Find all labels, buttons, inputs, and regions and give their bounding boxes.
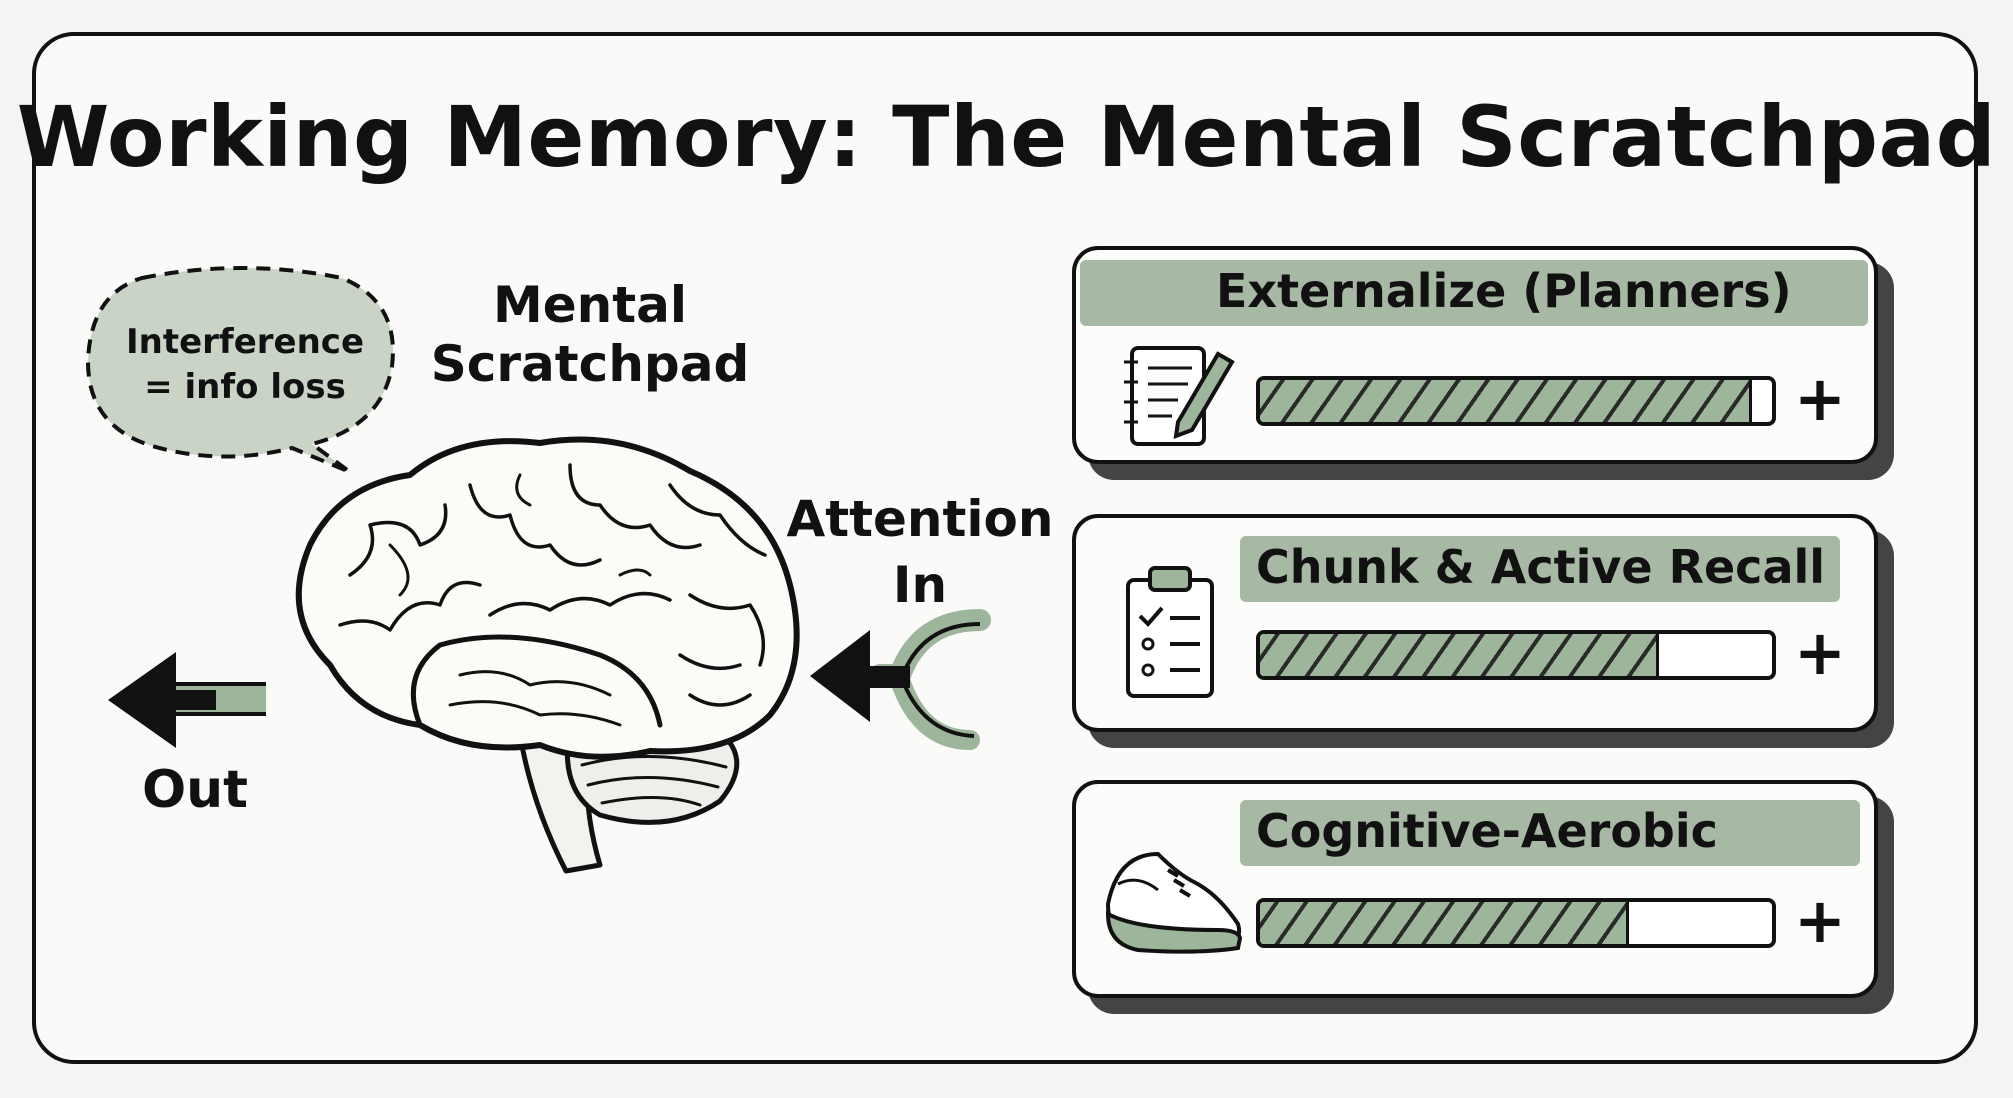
strategy-level-fill — [1260, 380, 1752, 422]
card-title-highlight — [1240, 536, 1840, 602]
strategy-label-cognitive-aerobic: Cognitive-Aerobic — [1256, 804, 1718, 858]
attention-label-line-1: Attention — [786, 490, 1054, 548]
strategy-card-cognitive-aerobic: Cognitive-Aerobic + — [1072, 780, 1878, 998]
strategy-label-externalize: Externalize (Planners) — [1216, 264, 1792, 318]
bubble-text: Interference = info loss — [105, 320, 385, 410]
strategy-label-chunk: Chunk & Active Recall — [1256, 540, 1826, 594]
attention-label-line-2: In — [892, 556, 948, 614]
bubble-line-1: Interference — [125, 322, 365, 362]
strategy-card-externalize: Externalize (Planners) + — [1072, 246, 1878, 464]
strategy-level-bar-externalize — [1256, 376, 1776, 426]
checklist-clipboard-icon — [1126, 566, 1214, 698]
bubble-line-2: = info loss — [144, 366, 346, 407]
brain-label-line-1: Mental — [492, 276, 688, 334]
diagram-title: Working Memory: The Mental Scratchpad — [16, 88, 1997, 186]
card-title-highlight — [1240, 800, 1860, 866]
out-label: Out — [141, 760, 249, 820]
card-title-highlight — [1080, 260, 1868, 326]
brain-label-line-2: Scratchpad — [430, 335, 750, 393]
plus-button-chunk[interactable]: + — [1794, 616, 1846, 689]
strategy-card-chunk: Chunk & Active Recall + — [1072, 514, 1878, 732]
plus-button-externalize[interactable]: + — [1794, 362, 1846, 435]
out-arrow — [108, 652, 266, 748]
strategy-level-fill — [1260, 634, 1660, 676]
plus-button-cognitive-aerobic[interactable]: + — [1794, 884, 1846, 957]
brain-icon — [295, 436, 800, 874]
sneaker-icon — [1105, 851, 1243, 954]
brain-label: Mental Scratchpad — [420, 276, 760, 394]
attention-in-arrow — [810, 609, 991, 750]
speech-bubble — [85, 266, 395, 474]
strategy-level-bar-cognitive-aerobic — [1256, 898, 1776, 948]
strategy-level-bar-chunk — [1256, 630, 1776, 680]
notebook-pen-icon — [1124, 346, 1235, 446]
strategy-level-fill — [1260, 902, 1629, 944]
attention-label: Attention In — [770, 486, 1070, 618]
